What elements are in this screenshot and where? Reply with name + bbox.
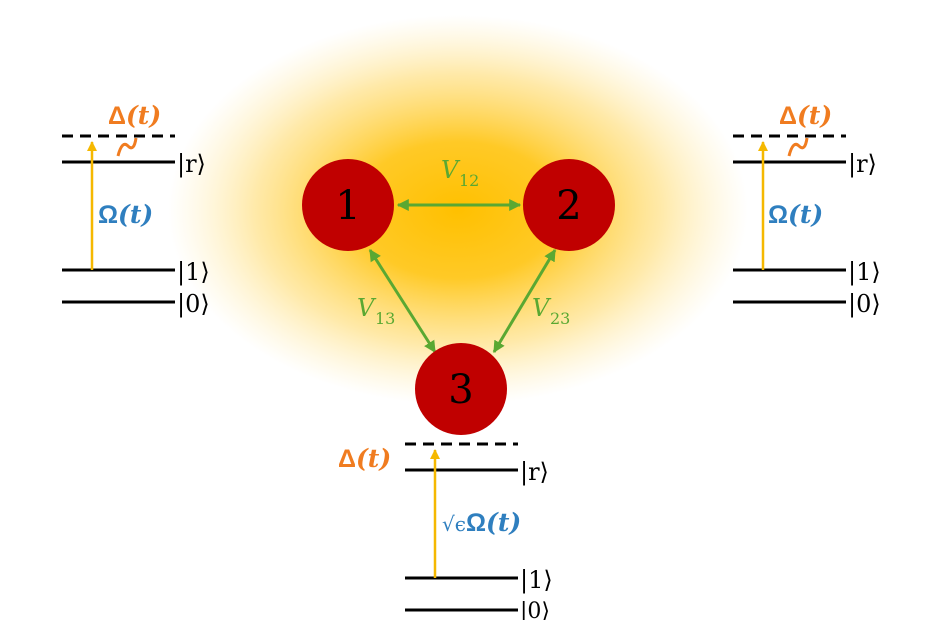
ket-1: |1⟩ <box>177 258 210 287</box>
detuning-label: Δ(t) <box>779 101 832 130</box>
coupling-symbol: V <box>357 294 377 322</box>
atom-3: 3 <box>415 343 507 435</box>
atom-label: 1 <box>335 183 360 229</box>
detuning-brace <box>787 137 809 157</box>
atom-label: 2 <box>556 183 581 229</box>
ket-0: |0⟩ <box>520 599 550 620</box>
detuning-label: Δ(t) <box>338 444 391 473</box>
atom-2: 2 <box>523 159 615 251</box>
ket-0: |0⟩ <box>177 290 210 319</box>
ket-r: |r⟩ <box>177 150 206 179</box>
level-scheme-bottom: Δ(t) √ϵΩ(t) |r⟩ |1⟩ |0⟩ <box>338 442 553 620</box>
ket-r: |r⟩ <box>520 458 549 487</box>
detuning-brace <box>116 137 138 157</box>
rabi-scaled-label: √ϵΩ(t) <box>442 508 521 537</box>
detuning-label: Δ(t) <box>108 101 161 130</box>
atom-1: 1 <box>302 159 394 251</box>
rabi-label: Ω(t) <box>98 200 153 229</box>
atom-label: 3 <box>448 367 473 413</box>
ket-1: |1⟩ <box>520 566 553 595</box>
coupling-subscript: 12 <box>459 171 479 190</box>
ket-r: |r⟩ <box>848 150 877 179</box>
rabi-label: Ω(t) <box>768 200 823 229</box>
ket-1: |1⟩ <box>848 258 881 287</box>
level-scheme-left: Δ(t) Ω(t) |r⟩ |1⟩ |0⟩ <box>62 101 210 319</box>
coupling-symbol: V <box>532 294 552 322</box>
coupling-label-v13: V 13 <box>357 294 395 328</box>
coupling-symbol: V <box>441 156 461 184</box>
coupling-arrow-23 <box>492 248 557 354</box>
coupling-arrow-13 <box>368 248 437 354</box>
coupling-subscript: 13 <box>375 309 395 328</box>
coupling-subscript: 23 <box>550 309 570 328</box>
level-scheme-right: Δ(t) Ω(t) |r⟩ |1⟩ |0⟩ <box>733 101 881 319</box>
ket-0: |0⟩ <box>848 290 881 319</box>
coupling-label-v12: V 12 <box>441 156 479 190</box>
coupling-label-v23: V 23 <box>532 294 570 328</box>
